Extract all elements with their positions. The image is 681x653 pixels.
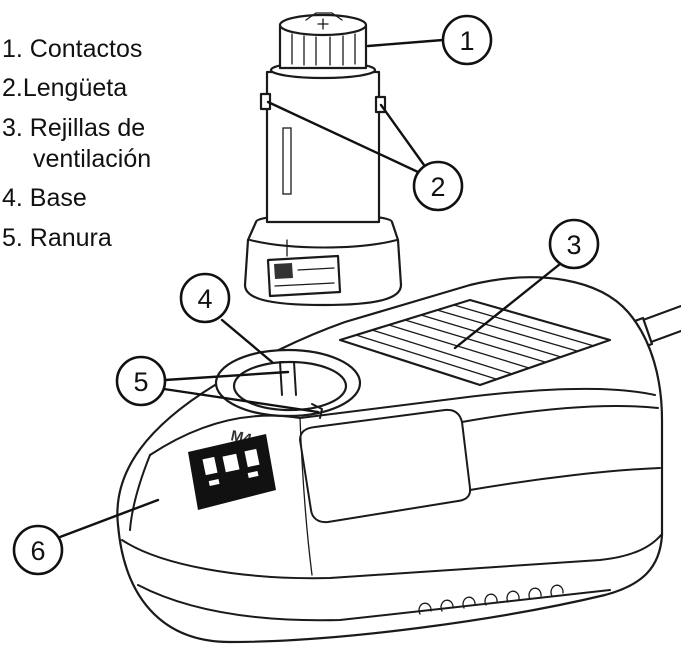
callout-6: 6 bbox=[12, 524, 64, 576]
front-left-corner-edge bbox=[129, 454, 151, 531]
battery-label-lines bbox=[274, 267, 335, 287]
charger: M4 bbox=[116, 276, 681, 644]
callout-number: 2 bbox=[430, 172, 445, 202]
callout-3: 3 bbox=[548, 218, 600, 270]
vent-slat bbox=[388, 324, 530, 369]
vent-slat bbox=[436, 309, 578, 352]
callout-1: 1 bbox=[441, 14, 493, 66]
callout-number: 5 bbox=[133, 367, 148, 397]
battery-tab-left bbox=[259, 92, 272, 111]
front-inset-window bbox=[299, 408, 472, 524]
legend-item-base: 4. Base bbox=[2, 184, 87, 212]
battery-contact-ribs bbox=[291, 33, 356, 66]
battery-body-window bbox=[282, 127, 292, 195]
battery-base-ridge bbox=[249, 239, 398, 249]
leader-line-4 bbox=[220, 318, 274, 364]
cord-edge-bottom bbox=[650, 330, 681, 343]
status-icon bbox=[222, 453, 240, 473]
leader-line-5b bbox=[162, 387, 320, 414]
side-panel-ridge bbox=[469, 467, 661, 491]
callout-5: 5 bbox=[115, 355, 167, 407]
front-divider bbox=[299, 417, 313, 576]
side-panel-ridge-upper bbox=[461, 404, 659, 423]
leader-line-1 bbox=[366, 38, 445, 48]
lower-band-upper bbox=[121, 534, 662, 580]
vent-slat bbox=[371, 329, 513, 375]
vent-slat bbox=[404, 319, 546, 363]
status-indicator-panel bbox=[188, 434, 276, 510]
battery bbox=[243, 12, 403, 307]
battery-label-logo bbox=[274, 263, 293, 279]
callout-4: 4 bbox=[179, 272, 231, 324]
legend-item-tab: 2.Lengüeta bbox=[2, 74, 127, 102]
callout-number: 3 bbox=[566, 230, 581, 260]
callout-circle bbox=[441, 14, 493, 66]
status-icon bbox=[202, 456, 218, 476]
front-top-edge bbox=[299, 387, 656, 419]
vent-slat bbox=[355, 334, 497, 380]
vent-slat bbox=[420, 314, 562, 358]
callout-number: 6 bbox=[30, 536, 45, 566]
leader-line-2b bbox=[379, 103, 426, 167]
vent-slat bbox=[453, 304, 595, 347]
legend-item-slot: 5. Ranura bbox=[2, 224, 112, 252]
leader-line-3 bbox=[453, 262, 562, 350]
leader-line-2a bbox=[266, 100, 420, 174]
leader-line-5a bbox=[163, 370, 290, 382]
status-icon bbox=[244, 448, 260, 468]
callout-circle bbox=[412, 160, 464, 212]
charger-feet bbox=[418, 584, 564, 615]
legend: 1. Contactos 2.Lengüeta 3. Rejillas de v… bbox=[2, 35, 151, 252]
callout-number: 4 bbox=[197, 284, 212, 314]
callout-circle bbox=[12, 524, 64, 576]
cup-slot bbox=[279, 361, 297, 396]
callouts: 1 2 3 4 5 6 bbox=[12, 14, 600, 576]
leader-lines bbox=[58, 38, 562, 539]
callout-circle bbox=[179, 272, 231, 324]
callout-circle bbox=[115, 355, 167, 407]
callout-number: 1 bbox=[459, 26, 474, 56]
leader-line-6 bbox=[58, 498, 160, 539]
battery-contact-pins bbox=[305, 12, 343, 30]
legend-item-contacts: 1. Contactos bbox=[2, 35, 142, 63]
legend-item-vents-continued: ventilación bbox=[33, 145, 151, 173]
status-led-icon bbox=[247, 471, 259, 478]
status-led-icon bbox=[208, 479, 220, 486]
legend-item-vents: 3. Rejillas de bbox=[2, 114, 145, 142]
lower-band-lower bbox=[137, 584, 611, 622]
callout-2: 2 bbox=[412, 160, 464, 212]
cord-edge-top bbox=[642, 305, 681, 321]
vent-grille bbox=[338, 298, 612, 387]
cup-front-slot bbox=[311, 403, 323, 419]
callout-circle bbox=[548, 218, 600, 270]
